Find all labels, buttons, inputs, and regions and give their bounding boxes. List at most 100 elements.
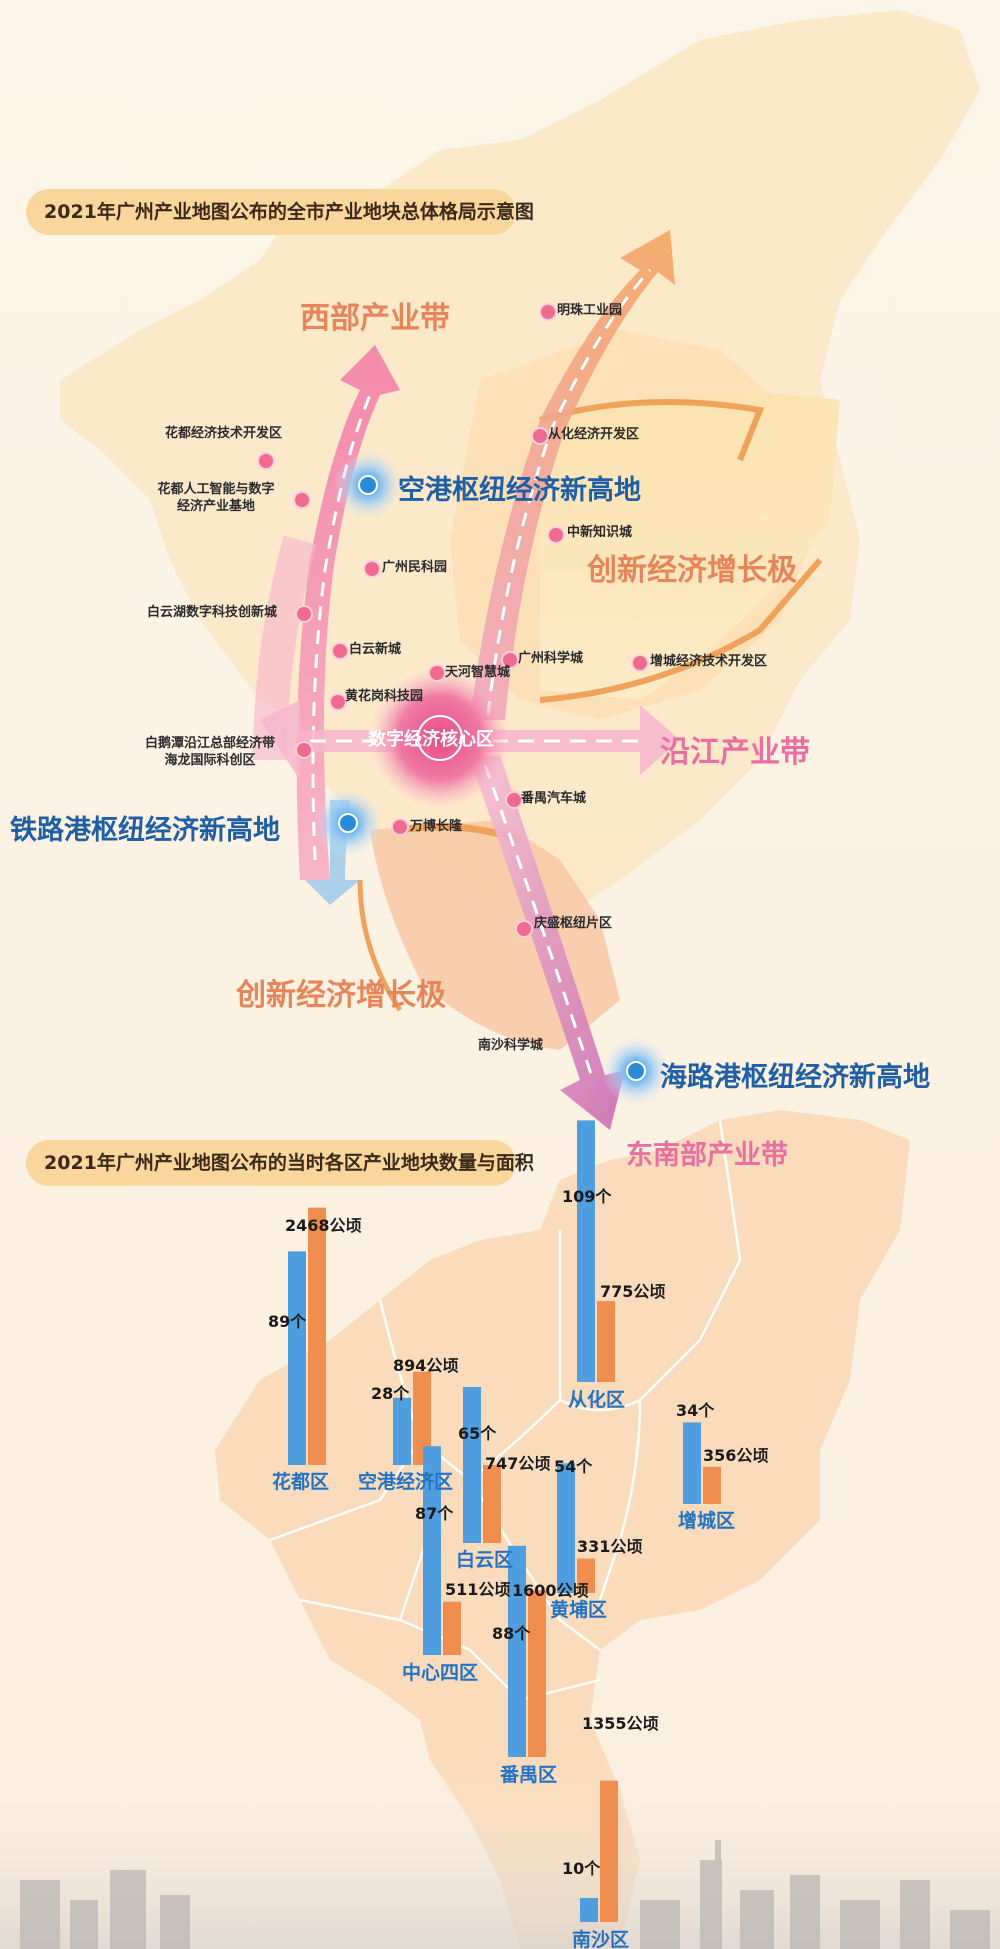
site-huanghuagang: 黄花岗科技园: [345, 689, 424, 704]
site-dot: [539, 303, 557, 321]
label-huadu-count: 89个: [268, 1312, 307, 1331]
layout-title: 2021年广州产业地图公布的全市产业地块总体格局示意图: [26, 189, 534, 235]
site-minke: 广州民科园: [382, 560, 448, 575]
district-bar-chart: [288, 1120, 721, 1922]
digital-core-glow: [370, 668, 510, 808]
site-nansha-sci: 南沙科学城: [478, 1038, 544, 1053]
site-dot: [295, 605, 313, 623]
bar-area-huadu: [308, 1207, 326, 1465]
site-dot: [501, 651, 519, 669]
bar-area-nansha: [600, 1780, 618, 1922]
label-airport-area: 894公顷: [393, 1356, 459, 1375]
bar-count-panyu: [508, 1545, 526, 1757]
bar-count-huangpu: [557, 1463, 575, 1593]
district-baiyun: 白云区: [456, 1549, 514, 1571]
district-nansha: 南沙区: [572, 1929, 630, 1949]
innovation-pole-north-area: [540, 393, 840, 700]
district-huangpu: 黄埔区: [550, 1599, 608, 1621]
river-belt-label: 沿江产业带: [660, 735, 810, 770]
bar-area-conghua: [597, 1301, 615, 1382]
district-chart-title: 2021年广州产业地图公布的当时各区产业地块数量与面积: [26, 1140, 534, 1186]
label-huadu-area: 2468公顷: [285, 1216, 362, 1235]
digital-core-label: 数字经济核心区: [368, 729, 494, 750]
southeast-belt-arrow: [470, 755, 625, 1130]
site-huadu-ai-line2: 经济产业基地: [176, 499, 255, 514]
label-central-count: 87个: [415, 1504, 454, 1523]
site-dot: [391, 818, 409, 836]
site-dot: [293, 491, 311, 509]
label-airport-count: 28个: [371, 1384, 410, 1403]
site-science-city: 广州科学城: [518, 651, 584, 666]
label-zengcheng-area: 356公顷: [703, 1446, 769, 1465]
bar-area-zengcheng: [703, 1466, 721, 1504]
bar-count-conghua: [577, 1120, 595, 1382]
west-belt-label: 西部产业带: [300, 301, 450, 336]
innovation-pole-north-label: 创新经济增长极: [587, 553, 797, 588]
bar-count-nansha: [580, 1898, 598, 1922]
district-panyu: 番禺区: [500, 1764, 558, 1786]
seaport-hub-label: 海路港枢纽经济新高地: [660, 1062, 930, 1093]
site-dot: [257, 452, 275, 470]
district-conghua: 从化区: [568, 1389, 626, 1411]
site-baietan-line2: 海龙国际科创区: [164, 753, 256, 768]
site-zengcheng-dev: 增城经济技术开发区: [650, 654, 768, 669]
label-central-area: 511公顷: [445, 1580, 511, 1599]
label-zengcheng-count: 34个: [676, 1401, 715, 1420]
bar-area-huangpu: [577, 1558, 595, 1593]
site-baiyun-new: 白云新城: [349, 642, 402, 657]
site-wanbo: 万博长隆: [410, 819, 463, 834]
site-huadu-dev: 花都经济技术开发区: [165, 426, 283, 441]
site-dot: [428, 664, 446, 682]
railway-hub-label: 铁路港枢纽经济新高地: [10, 815, 280, 846]
bar-count-baiyun: [463, 1387, 481, 1543]
site-dot: [547, 526, 565, 544]
site-tianhe: 天河智慧城: [445, 665, 511, 680]
label-conghua-count: 109个: [562, 1187, 612, 1206]
site-dot: [329, 693, 347, 711]
site-conghua-dev: 从化经济开发区: [548, 427, 640, 442]
bar-area-central-four: [443, 1601, 461, 1655]
site-baietan: 白鹅潭沿江总部经济带 海龙国际科创区: [140, 735, 280, 769]
bar-area-airport-zone: [413, 1371, 431, 1465]
site-mingzhu: 明珠工业园: [557, 303, 623, 318]
north-belt-arrow: [470, 230, 675, 720]
site-baietan-line1: 白鹅潭沿江总部经济带: [144, 736, 275, 751]
district-huadu: 花都区: [272, 1471, 330, 1493]
label-huangpu-count: 54个: [554, 1457, 593, 1476]
district-airport-economic-zone: 空港经济区: [358, 1471, 454, 1493]
label-nansha-area: 1355公顷: [582, 1714, 659, 1733]
site-dot: [363, 560, 381, 578]
bar-count-zengcheng: [683, 1422, 701, 1504]
bar-count-huadu: [288, 1251, 306, 1465]
district-zengcheng: 增城区: [678, 1510, 736, 1532]
site-huadu-ai: 花都人工智能与数字 经济产业基地: [140, 481, 292, 515]
label-nansha-count: 10个: [562, 1859, 601, 1878]
label-conghua-area: 775公顷: [600, 1282, 666, 1301]
site-huadu-ai-line1: 花都人工智能与数字: [157, 482, 275, 497]
airport-hub-label: 空港枢纽经济新高地: [398, 475, 641, 506]
bar-count-central-four: [423, 1446, 441, 1655]
site-panyu-auto: 番禺汽车城: [521, 791, 587, 806]
district-central-four: 中心四区: [402, 1662, 479, 1684]
label-baiyun-count: 65个: [458, 1424, 497, 1443]
site-baiyunhu: 白云湖数字科技创新城: [147, 605, 278, 620]
bar-count-airport-zone: [393, 1397, 411, 1465]
label-huangpu-area: 331公顷: [577, 1537, 643, 1556]
site-sino-knowledge: 中新知识城: [567, 525, 633, 540]
site-dot: [631, 654, 649, 672]
site-dot: [331, 642, 349, 660]
site-dot: [531, 427, 549, 445]
label-baiyun-area: 747公顷: [485, 1454, 551, 1473]
innovation-pole-south-label: 创新经济增长极: [236, 978, 446, 1013]
southeast-belt-label: 东南部产业带: [626, 1140, 788, 1171]
site-dot: [515, 920, 533, 938]
bar-area-baiyun: [483, 1465, 501, 1543]
site-qingsheng: 庆盛枢纽片区: [534, 916, 613, 931]
site-dot: [505, 791, 523, 809]
skyline: [20, 1840, 990, 1949]
label-panyu-count: 88个: [492, 1624, 531, 1643]
label-panyu-area: 1600公顷: [512, 1581, 589, 1600]
site-dot: [295, 741, 313, 759]
